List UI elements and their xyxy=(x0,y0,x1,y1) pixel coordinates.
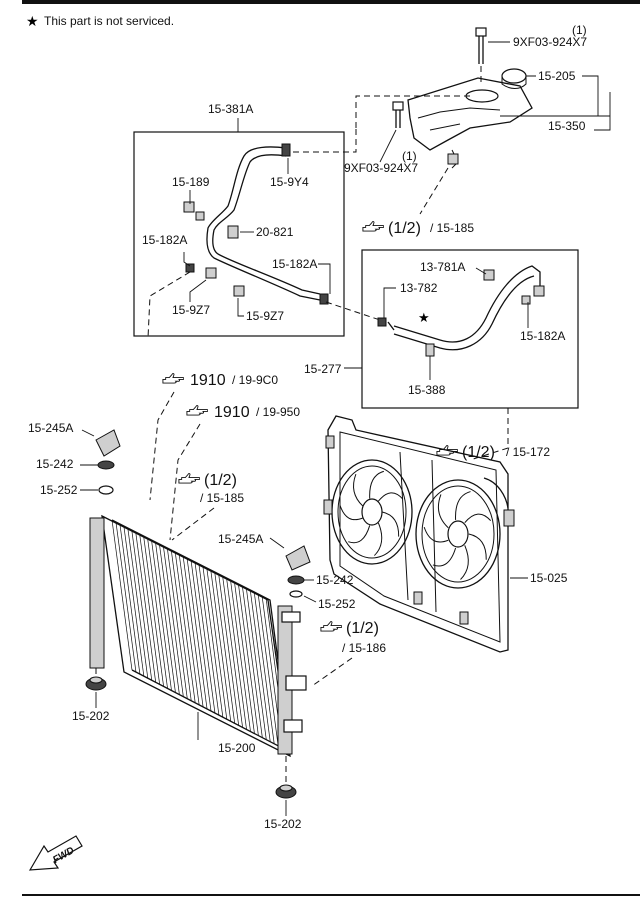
label-bolt-left: 9XF03-924X7 xyxy=(344,161,418,175)
insulator-right xyxy=(285,545,311,571)
pointing-hand-icon xyxy=(162,373,184,384)
pointing-hand-icon xyxy=(320,621,342,632)
hose-kit-box xyxy=(133,131,345,337)
label-15-182A-left: 15-182A xyxy=(142,233,187,247)
pointing-hand-icon xyxy=(186,405,208,416)
pointing-hand-icon xyxy=(362,221,384,232)
label-hose-kit: 15-381A xyxy=(208,102,253,116)
pointing-hand-icon xyxy=(178,473,200,484)
label-15-277: 15-277 xyxy=(304,362,342,376)
fan-blade xyxy=(423,526,449,543)
not-serviced-note: This part is not serviced. xyxy=(44,14,174,28)
fan-blade xyxy=(437,494,449,529)
reference-15-172[interactable]: (1/2) / 15-172 xyxy=(436,444,550,461)
label-15-200: 15-200 xyxy=(218,741,256,755)
label-15-252-right: 15-252 xyxy=(318,597,356,611)
label-bolt-top-qty: (1) xyxy=(572,23,587,37)
label-15-202-bottom: 15-202 xyxy=(264,817,302,831)
label-15-182A-right: 15-182A xyxy=(520,329,565,343)
svg-text:/ 15-185: / 15-185 xyxy=(200,491,244,505)
svg-text:(1/2): (1/2) xyxy=(204,472,237,489)
svg-text:(1/2): (1/2) xyxy=(346,620,379,637)
cooling-fan-assembly xyxy=(323,415,515,653)
label-13-781A: 13-781A xyxy=(420,260,465,274)
insulator-left xyxy=(95,429,121,457)
filler-cap xyxy=(501,68,527,89)
fan-blade xyxy=(455,491,471,520)
label-15-025: 15-025 xyxy=(530,571,568,585)
label-13-782: 13-782 xyxy=(400,281,438,295)
top-rule xyxy=(22,0,640,4)
grommet-left xyxy=(85,676,107,691)
label-15-202-left: 15-202 xyxy=(72,709,110,723)
fan-blade xyxy=(339,505,363,521)
star-icon: ★ xyxy=(26,13,39,29)
reference-19-9C0[interactable]: 1910 / 19-9C0 xyxy=(162,372,278,389)
svg-text:1910: 1910 xyxy=(214,404,250,421)
reservoir-tank xyxy=(407,77,533,169)
label-cap: 15-205 xyxy=(538,69,576,83)
label-15-9Z7-a: 15-9Z7 xyxy=(172,303,210,317)
svg-text:/ 15-185: / 15-185 xyxy=(430,221,474,235)
svg-text:(1/2): (1/2) xyxy=(462,444,495,461)
bolt-left xyxy=(392,101,404,128)
fan-blade xyxy=(353,473,364,507)
svg-text:/ 15-172: / 15-172 xyxy=(506,445,550,459)
fan-blade xyxy=(468,533,487,560)
reference-15-185-mid[interactable]: (1/2) / 15-185 xyxy=(178,472,244,505)
reference-15-185-top[interactable]: (1/2) / 15-185 xyxy=(362,220,474,237)
coolant-hose-upper xyxy=(183,143,329,305)
bolt-top xyxy=(475,27,487,82)
grommet-bottom xyxy=(275,784,297,799)
label-15-9Z7-b: 15-9Z7 xyxy=(246,309,284,323)
svg-text:(1/2): (1/2) xyxy=(388,220,421,237)
star-icon-hose: ★ xyxy=(418,310,430,325)
fan-blade xyxy=(377,492,404,502)
forward-arrow-icon: FWD xyxy=(28,835,83,871)
coolant-hose-lower xyxy=(377,265,545,357)
label-15-245A-left: 15-245A xyxy=(28,421,73,435)
svg-text:/ 15-186: / 15-186 xyxy=(342,641,386,655)
fan-blade xyxy=(348,525,371,544)
label-bolt-top: 9XF03-924X7 xyxy=(513,35,587,49)
bottom-rule xyxy=(22,894,640,896)
label-15-182A-mid: 15-182A xyxy=(272,257,317,271)
fan-blade xyxy=(464,513,492,524)
svg-text:1910: 1910 xyxy=(190,372,226,389)
bushing-left xyxy=(97,460,115,470)
label-bolt-left-qty: (1) xyxy=(402,149,417,163)
label-15-189: 15-189 xyxy=(172,175,210,189)
label-15-388: 15-388 xyxy=(408,383,446,397)
reference-15-186[interactable]: (1/2) / 15-186 xyxy=(320,620,386,655)
label-15-9Y4: 15-9Y4 xyxy=(270,175,309,189)
fan-blade xyxy=(382,511,400,537)
label-15-252-left: 15-252 xyxy=(40,483,78,497)
washer-right xyxy=(289,590,303,598)
lower-hose-box xyxy=(361,249,579,409)
reference-19-950[interactable]: 1910 / 19-950 xyxy=(186,404,300,421)
svg-text:/ 19-9C0: / 19-9C0 xyxy=(232,373,278,387)
bushing-right xyxy=(287,575,305,585)
radiator xyxy=(89,514,307,758)
leader-tank xyxy=(355,95,470,128)
washer-left xyxy=(98,485,114,495)
label-tank-assy: 15-350 xyxy=(548,119,586,133)
label-15-242-right: 15-242 xyxy=(316,573,354,587)
label-15-242-left: 15-242 xyxy=(36,457,74,471)
fan-blade xyxy=(374,522,383,556)
label-20-821: 20-821 xyxy=(256,225,294,239)
label-15-245A-right: 15-245A xyxy=(218,532,263,546)
svg-text:/ 19-950: / 19-950 xyxy=(256,405,300,419)
fan-blade xyxy=(460,545,469,580)
fan-blade xyxy=(369,470,384,499)
fan-blade xyxy=(432,547,457,567)
